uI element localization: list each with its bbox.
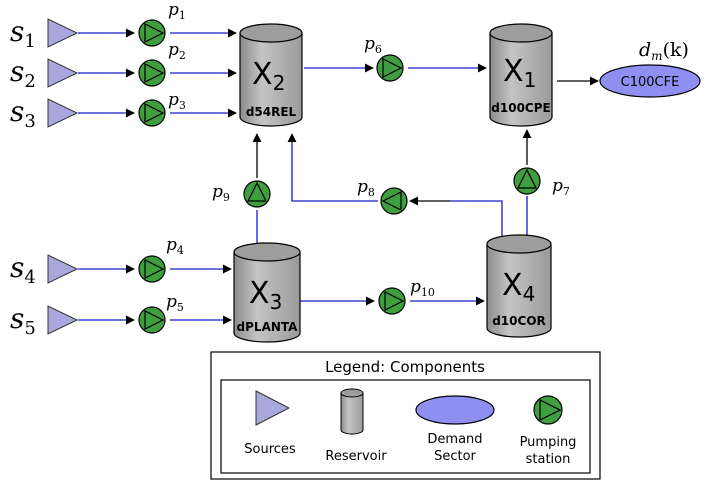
pump-label: p10 bbox=[410, 277, 435, 299]
legend-demand: Demand Sector bbox=[415, 395, 495, 464]
pump-p3: p3 bbox=[138, 90, 186, 127]
pump-icon bbox=[376, 54, 404, 82]
reservoir-x1: X1 d100CPE bbox=[489, 23, 553, 127]
pump-icon bbox=[513, 167, 541, 195]
pump-label: p2 bbox=[168, 40, 186, 62]
cylinder-icon bbox=[239, 23, 303, 127]
legend-reservoir: Reservoir bbox=[325, 388, 387, 464]
pump-label: p5 bbox=[166, 292, 184, 314]
legend-inner-box bbox=[220, 379, 591, 474]
reservoirs: X2 d54REL X1 d100CPE X3 dPLANTA bbox=[233, 23, 553, 343]
pump-icon bbox=[138, 59, 166, 87]
reservoir-x2: X2 d54REL bbox=[239, 23, 303, 127]
reservoir-x4: X4 d10COR bbox=[486, 234, 552, 338]
reservoir-state-label: X1 bbox=[503, 54, 536, 92]
cylinder-icon bbox=[340, 388, 364, 435]
source-label: s3 bbox=[10, 95, 36, 132]
demand-ellipse-icon bbox=[599, 64, 701, 98]
pump-icon bbox=[138, 306, 166, 334]
legend-sources: Sources bbox=[244, 390, 296, 457]
source-s5: s5 bbox=[10, 302, 79, 339]
source-s3: s3 bbox=[10, 95, 79, 132]
pump-label: p9 bbox=[212, 182, 230, 204]
pump-label: p8 bbox=[357, 177, 375, 199]
demand-math-label: dm(k) bbox=[639, 39, 689, 63]
pump-p1: p1 bbox=[138, 0, 186, 47]
legend-demand-label-2: Sector bbox=[434, 449, 476, 464]
pump-p8: p8 bbox=[357, 177, 408, 215]
legend: Legend: Components Sources Reservoir Dem… bbox=[210, 351, 601, 480]
pump-icon bbox=[138, 255, 166, 283]
flow-lines bbox=[78, 28, 599, 325]
demand-id-label: C100CFE bbox=[621, 75, 680, 90]
reservoir-state-label: X3 bbox=[249, 276, 282, 314]
pump-icon bbox=[380, 187, 408, 215]
cylinder-icon bbox=[489, 23, 553, 127]
pumps: p1 p2 p3 p4 bbox=[138, 0, 570, 334]
pump-p10: p10 bbox=[378, 277, 435, 315]
source-s1: s1 bbox=[10, 15, 79, 52]
source-label: s1 bbox=[10, 15, 36, 52]
pump-p6: p6 bbox=[364, 34, 404, 82]
reservoir-id-label: d100CPE bbox=[491, 101, 550, 115]
source-triangle-icon bbox=[47, 305, 79, 335]
source-label: s4 bbox=[10, 251, 36, 288]
pump-icon bbox=[533, 395, 563, 425]
pump-label: p7 bbox=[552, 176, 570, 198]
pump-icon bbox=[378, 287, 406, 315]
source-label: s2 bbox=[10, 55, 36, 92]
source-label: s5 bbox=[10, 302, 36, 339]
legend-pumping-station: Pumping station bbox=[520, 395, 577, 467]
pump-icon bbox=[243, 180, 271, 208]
pump-p7: p7 bbox=[513, 167, 570, 198]
legend-title: Legend: Components bbox=[325, 358, 485, 376]
source-triangle-icon bbox=[47, 98, 79, 128]
legend-sources-label: Sources bbox=[244, 442, 296, 457]
legend-pumping-label-1: Pumping bbox=[520, 435, 577, 450]
source-triangle-icon bbox=[255, 390, 291, 426]
reservoir-id-label: d54REL bbox=[246, 105, 297, 119]
pump-label: p3 bbox=[168, 90, 186, 112]
source-triangle-icon bbox=[47, 58, 79, 88]
source-s2: s2 bbox=[10, 55, 79, 92]
pump-p9: p9 bbox=[212, 180, 271, 208]
cylinder-icon bbox=[233, 242, 301, 343]
reservoir-x3: X3 dPLANTA bbox=[233, 242, 301, 343]
pump-p4: p4 bbox=[138, 235, 184, 283]
pump-icon bbox=[138, 19, 166, 47]
demand-ellipse-icon bbox=[415, 395, 495, 425]
pump-label: p6 bbox=[364, 34, 382, 56]
flow-p8-x2 bbox=[287, 133, 378, 202]
source-triangle-icon bbox=[47, 254, 79, 284]
pump-p2: p2 bbox=[138, 40, 186, 87]
pump-p5: p5 bbox=[138, 292, 184, 334]
legend-pumping-label-2: station bbox=[526, 452, 571, 467]
pump-label: p4 bbox=[166, 235, 184, 257]
legend-reservoir-label: Reservoir bbox=[325, 449, 387, 464]
source-s4: s4 bbox=[10, 251, 79, 288]
pump-icon bbox=[138, 99, 166, 127]
flow-x4-junction bbox=[450, 200, 503, 237]
cylinder-icon bbox=[486, 234, 552, 338]
legend-demand-label-1: Demand bbox=[427, 432, 482, 447]
sources: s1 s2 s3 s4 s5 bbox=[10, 15, 79, 339]
pump-label: p1 bbox=[168, 0, 186, 22]
reservoir-id-label: d10COR bbox=[492, 314, 546, 328]
source-triangle-icon bbox=[47, 18, 79, 48]
demand-sector: C100CFE dm(k) bbox=[599, 39, 701, 98]
reservoir-state-label: X2 bbox=[252, 57, 285, 95]
reservoir-id-label: dPLANTA bbox=[237, 320, 299, 334]
reservoir-state-label: X4 bbox=[502, 268, 535, 306]
